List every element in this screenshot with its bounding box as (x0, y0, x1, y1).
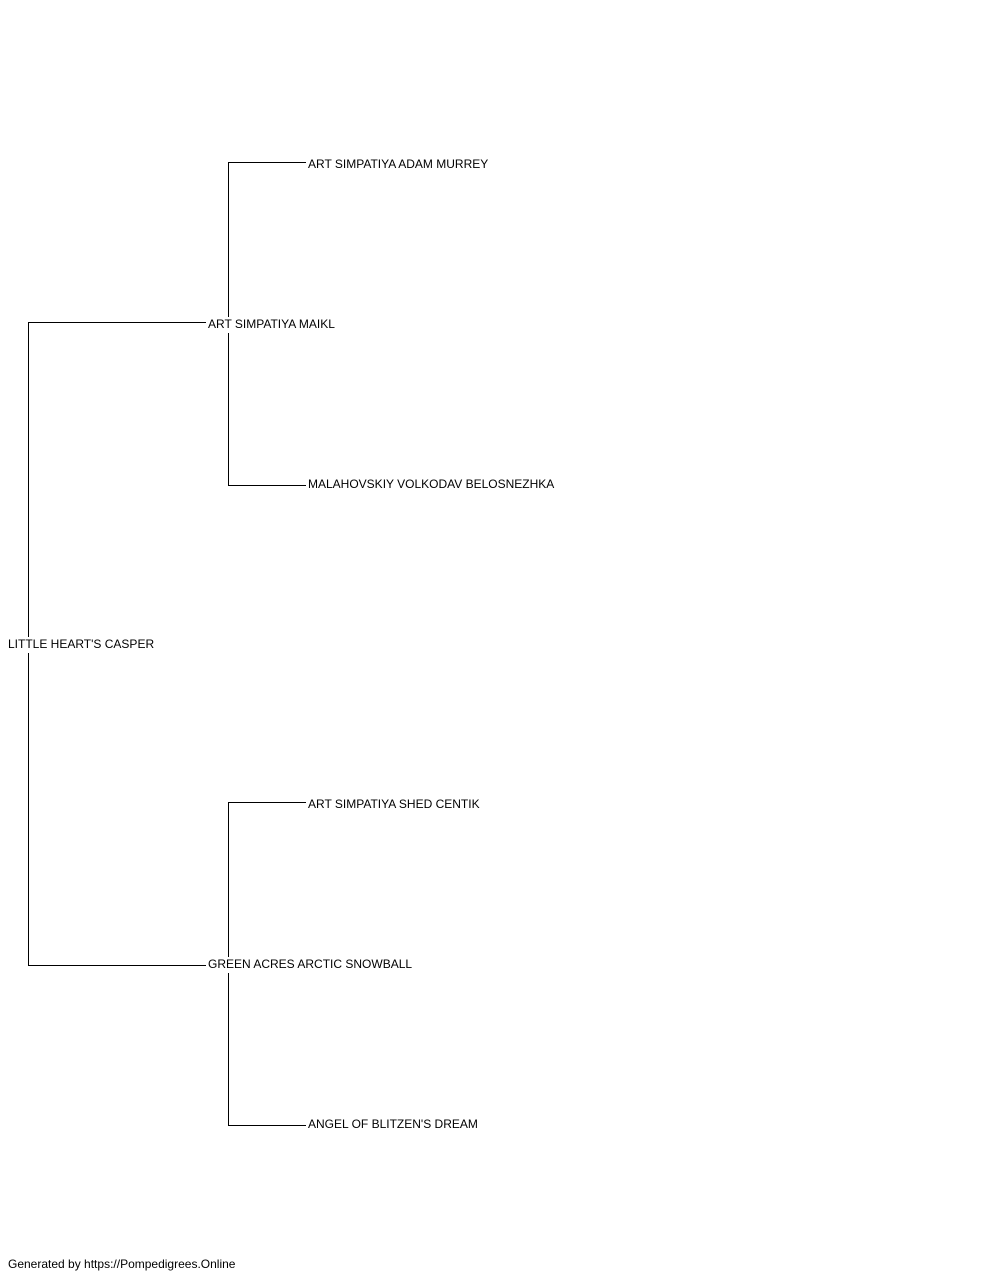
generated-by-footer: Generated by https://Pompedigrees.Online (8, 1257, 236, 1271)
dam-sire-name: ART SIMPATIYA SHED CENTIK (308, 797, 480, 811)
sire-sire-name: ART SIMPATIYA ADAM MURREY (308, 157, 489, 171)
sire-name: ART SIMPATIYA MAIKL (208, 317, 335, 333)
sire-dam-name: MALAHOVSKIY VOLKODAV BELOSNEZHKA (308, 477, 555, 491)
subject-name: LITTLE HEART'S CASPER (8, 637, 155, 653)
dam-name: GREEN ACRES ARCTIC SNOWBALL (208, 957, 413, 973)
dam-dam-name: ANGEL OF BLITZEN'S DREAM (308, 1117, 478, 1131)
